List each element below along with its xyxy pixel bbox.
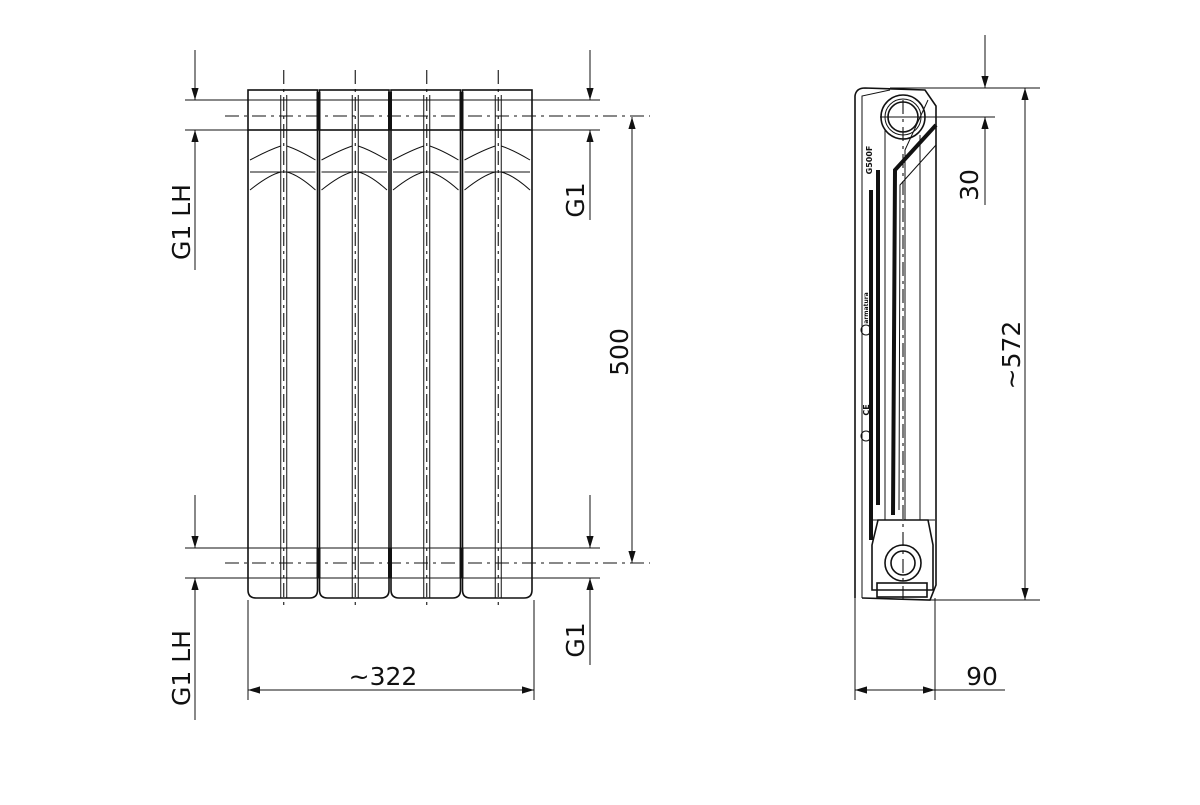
side-dimensions (854, 35, 1040, 700)
certification-icon (860, 430, 872, 442)
brand-marking: armatura (863, 292, 870, 323)
depth-label: 90 (966, 662, 998, 691)
height-label: ~572 (997, 321, 1026, 390)
top-connection-label: G1 LH (167, 184, 196, 260)
width-label: ~322 (349, 662, 418, 691)
brand-logo-icon (860, 324, 872, 336)
radiator-section (388, 70, 462, 610)
radiator-section (316, 70, 390, 610)
offset-label: 30 (955, 169, 984, 201)
center-distance-label: 500 (605, 328, 634, 376)
bottom-right-connection-label: G1 (561, 622, 590, 657)
model-marking: G500F (865, 146, 874, 175)
bottom-connection-label: G1 LH (167, 630, 196, 706)
radiator-section (459, 70, 533, 610)
front-view (247, 70, 533, 610)
top-right-connection-label: G1 (561, 182, 590, 217)
ce-marking: CE (862, 404, 871, 415)
front-dimensions (185, 50, 650, 720)
radiator-section (247, 70, 319, 610)
